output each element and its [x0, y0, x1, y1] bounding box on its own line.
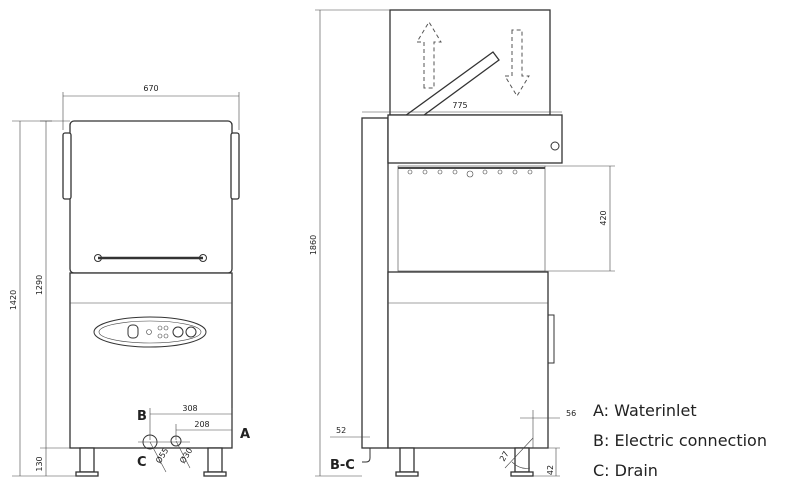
dim-1290-label: 1290	[35, 275, 44, 295]
handle-knob-right	[199, 254, 207, 262]
control-panel	[93, 316, 207, 348]
control-button-1	[157, 325, 163, 331]
side-view: 1860 775 420 52 56 27 42 B-C	[309, 9, 615, 477]
point-b-label: B	[137, 409, 147, 424]
handle-knob-left	[94, 254, 102, 262]
front-foot-pad-left	[75, 471, 99, 477]
front-foot-pad-right	[203, 471, 227, 477]
point-a-label: A	[240, 427, 250, 442]
dia-b-label: Ø55	[153, 446, 170, 465]
dim-130-label: 130	[35, 456, 44, 471]
lower-arrow-icon	[504, 29, 530, 97]
dim-1420-label: 1420	[9, 290, 18, 310]
point-bc-label: B-C	[330, 458, 355, 473]
dim-308-label: 308	[182, 404, 197, 413]
dim-420-label: 420	[599, 210, 608, 225]
control-button-4	[163, 333, 169, 339]
side-foot-left	[399, 447, 415, 473]
dia-b-leader	[149, 441, 167, 473]
raise-arrow-icon	[416, 21, 442, 89]
dim-width-label: 670	[143, 84, 158, 93]
side-foot-pad-left	[395, 471, 419, 477]
front-foot-right	[207, 447, 223, 473]
right-handle	[230, 132, 240, 200]
front-view: 670 1420 1290 130 308 208 Ø55 Ø30 A B C	[9, 84, 250, 477]
legend-item-b: B: Electric connection	[593, 431, 767, 450]
dim-775-label: 775	[452, 101, 467, 110]
legend-item-a: A: Waterinlet	[593, 401, 697, 420]
dim-1860-label: 1860	[309, 235, 318, 255]
front-hood	[69, 120, 233, 274]
legend-item-c: C: Drain	[593, 461, 658, 480]
angle-arc	[511, 461, 531, 469]
left-handle	[62, 132, 72, 200]
side-cabinet	[387, 271, 549, 449]
angle-label: 27	[498, 450, 511, 463]
side-foot-pad-right	[510, 471, 534, 477]
dim-52-label: 52	[336, 426, 346, 435]
indicator-light	[146, 329, 152, 335]
dial-1	[172, 326, 184, 338]
front-cabinet	[69, 272, 233, 449]
control-button-3	[157, 333, 163, 339]
control-button-2	[163, 325, 169, 331]
dim-42-label: 42	[546, 465, 555, 475]
spray-nozzles	[407, 169, 533, 178]
side-column	[361, 117, 389, 449]
dial-2	[185, 326, 197, 338]
power-button	[127, 324, 139, 339]
wash-chamber	[397, 165, 546, 272]
legend: A: Waterinlet B: Electric connection C: …	[593, 401, 767, 480]
front-foot-left	[79, 447, 95, 473]
side-hood-closed	[387, 114, 563, 164]
dia-c-leader	[175, 440, 191, 469]
dim-208-label: 208	[194, 420, 209, 429]
angle-leader	[504, 437, 534, 469]
point-c-label: C	[137, 455, 147, 470]
control-panel-inner	[98, 320, 202, 344]
side-hood-raised	[389, 9, 551, 116]
drain-hose	[362, 448, 371, 463]
hood-knob	[550, 141, 560, 151]
side-panel-detail	[547, 314, 555, 364]
dim-56-label: 56	[566, 409, 576, 418]
